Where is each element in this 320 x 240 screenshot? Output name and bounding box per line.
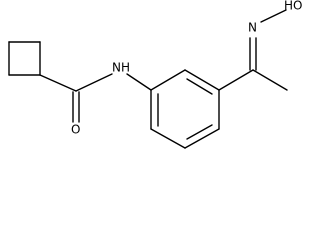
carbonyl-to-nh-bond xyxy=(75,73,113,92)
nh-label: NH xyxy=(112,61,130,75)
benzene-inner-bond-b xyxy=(186,124,213,140)
n-to-oh-bond xyxy=(260,9,287,23)
ring-to-oxime-carbon-bond xyxy=(218,69,254,91)
benzene-bond-1 xyxy=(150,69,186,91)
structure-canvas: NH O N HO xyxy=(8,0,302,149)
benzene-bond-2 xyxy=(184,69,220,91)
cyclobutane-ring xyxy=(8,41,41,76)
ring-to-carbonyl-bond xyxy=(39,74,77,92)
hydroxyl-label: HO xyxy=(284,0,302,13)
benzene-bond-4 xyxy=(184,128,220,149)
benzene-inner-bond-a xyxy=(186,78,213,95)
oxime-nitrogen-label: N xyxy=(248,21,257,35)
benzene-ring xyxy=(150,69,220,149)
oxime-double-bond xyxy=(249,37,257,71)
chemical-structure: NH O N HO xyxy=(8,0,302,149)
nh-to-ring-bond xyxy=(126,73,152,91)
carbonyl-group xyxy=(72,91,80,123)
benzene-bond-5 xyxy=(150,128,186,149)
carbonyl-oxygen-label: O xyxy=(71,123,80,137)
methyl-bond xyxy=(252,69,288,91)
